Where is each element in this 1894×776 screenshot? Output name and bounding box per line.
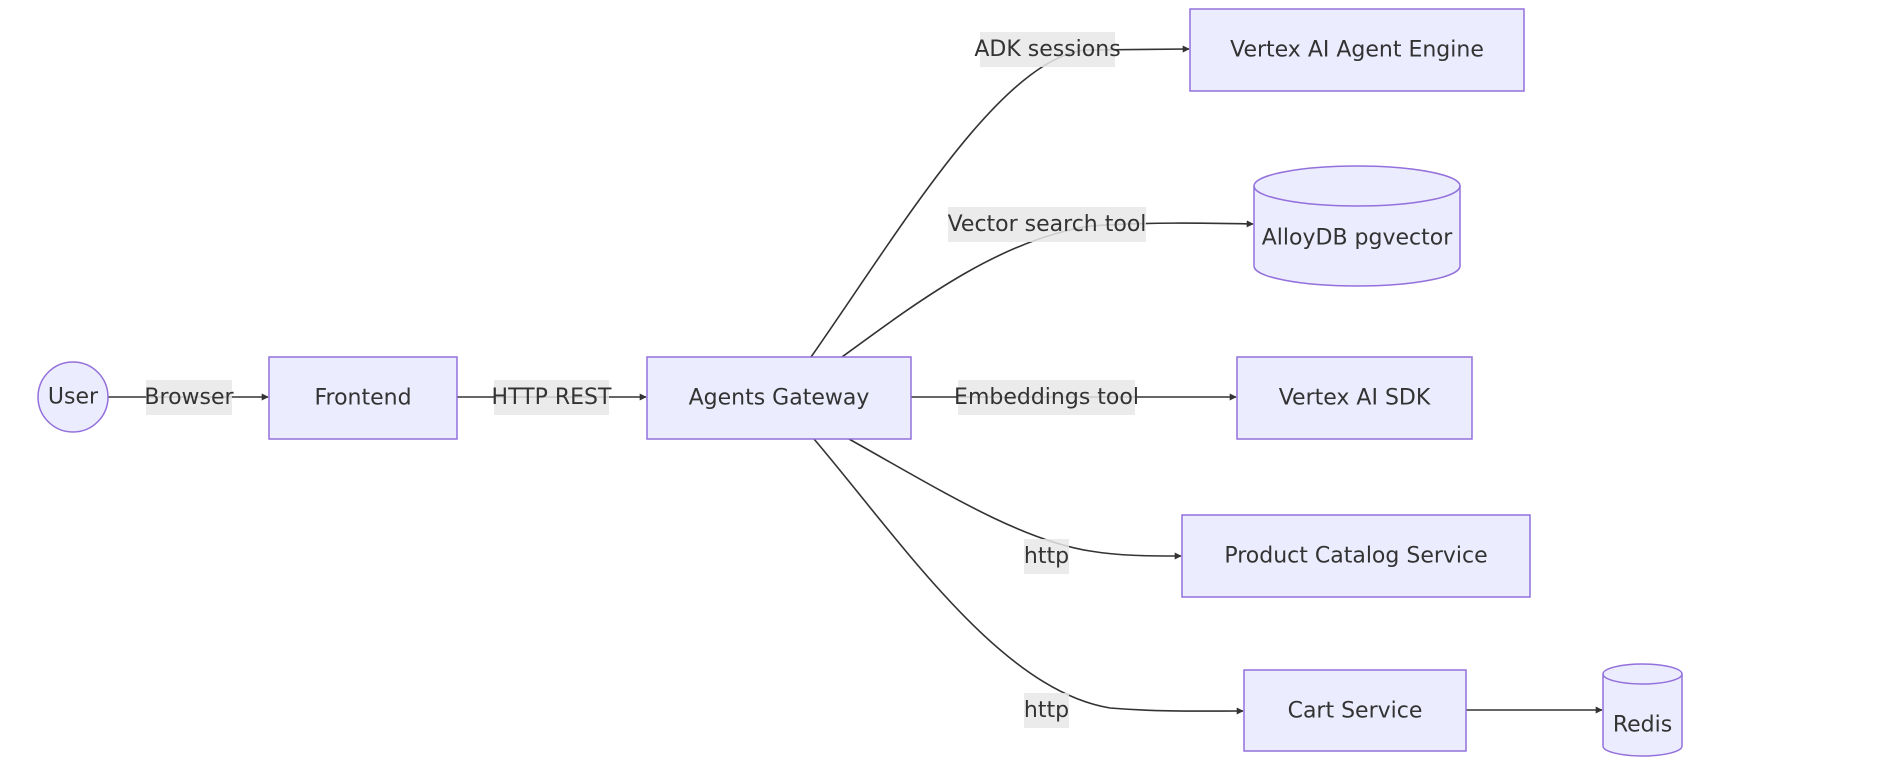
node-vertex-ai-agent-engine[interactable]: Vertex AI Agent Engine: [1189, 8, 1525, 92]
edge-label-text: Vector search tool: [948, 212, 1147, 237]
edge-label-http-cart: http: [1024, 693, 1069, 728]
edge-gateway-alloydb: [841, 220, 1254, 358]
edge-label-text: Browser: [144, 385, 234, 410]
edge-label-text: http: [1024, 544, 1069, 569]
node-agents-gateway[interactable]: Agents Gateway: [646, 356, 912, 440]
edge-labels: Browser HTTP REST ADK sessions Vector se…: [144, 32, 1146, 728]
edge-gateway-catalog: [848, 438, 1182, 560]
node-label: Agents Gateway: [689, 386, 870, 411]
edge-gateway-agent-engine: [810, 45, 1190, 358]
nodes: User Frontend Agents Gateway Vertex AI A…: [37, 8, 1683, 757]
node-label: Cart Service: [1288, 699, 1423, 724]
node-label: Product Catalog Service: [1224, 544, 1487, 569]
edge-label-http-rest: HTTP REST: [492, 380, 612, 415]
node-vertex-ai-sdk[interactable]: Vertex AI SDK: [1236, 356, 1473, 440]
node-user[interactable]: User: [37, 361, 109, 433]
edge-label-vector-search-tool: Vector search tool: [948, 207, 1147, 242]
edge-gateway-cart: [813, 438, 1244, 715]
node-product-catalog-service[interactable]: Product Catalog Service: [1181, 514, 1531, 598]
edge-label-http-catalog: http: [1024, 539, 1069, 574]
node-label: Frontend: [314, 386, 411, 411]
node-label: AlloyDB pgvector: [1262, 226, 1453, 251]
edge-label-text: http: [1024, 698, 1069, 723]
edge-label-browser: Browser: [144, 380, 235, 415]
node-cart-service[interactable]: Cart Service: [1243, 669, 1467, 752]
edge-label-adk-sessions: ADK sessions: [974, 32, 1121, 67]
node-label: Vertex AI SDK: [1279, 386, 1431, 411]
node-label: Vertex AI Agent Engine: [1230, 38, 1484, 63]
edge-label-embeddings-tool: Embeddings tool: [954, 380, 1139, 415]
node-redis[interactable]: Redis: [1602, 663, 1683, 757]
edge-label-text: HTTP REST: [492, 385, 612, 410]
node-label: Redis: [1613, 713, 1672, 738]
edge-label-text: ADK sessions: [974, 37, 1120, 62]
node-alloydb-pgvector[interactable]: AlloyDB pgvector: [1253, 165, 1461, 287]
edge-label-text: Embeddings tool: [954, 385, 1139, 410]
node-frontend[interactable]: Frontend: [268, 356, 458, 440]
node-label: User: [48, 385, 99, 410]
